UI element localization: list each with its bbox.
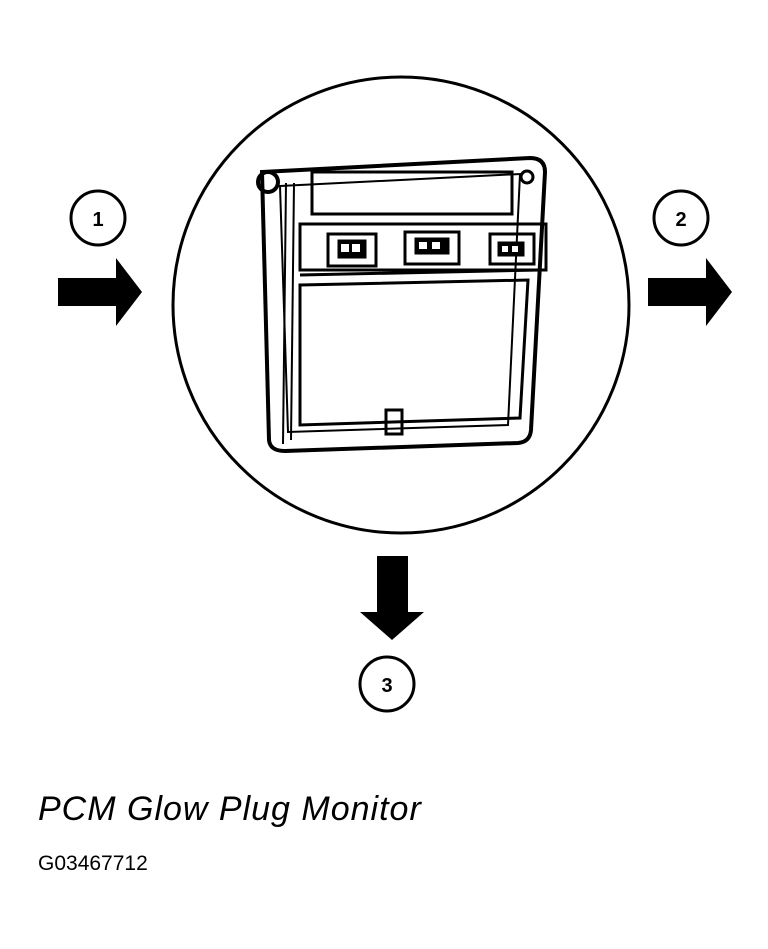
callout-2-label: 2	[675, 209, 686, 231]
connector-b	[403, 230, 461, 266]
callout-3: 3	[358, 655, 416, 713]
arrow-3-down	[360, 556, 424, 640]
connector-strip	[298, 222, 548, 272]
callout-1-label: 1	[92, 209, 103, 231]
connector-a	[326, 232, 378, 268]
mounting-hole	[519, 169, 535, 185]
module-housing	[259, 155, 548, 454]
diagram-illustration: 1 2 3	[58, 75, 732, 713]
module-inner-edge	[278, 172, 522, 434]
bottom-tab	[384, 408, 404, 436]
connector-c	[488, 232, 536, 266]
callout-2: 2	[652, 189, 710, 247]
arrow-1-right	[58, 258, 142, 326]
detail-circle	[171, 75, 631, 535]
mounting-tab	[256, 170, 280, 194]
figure-id: G03467712	[38, 852, 148, 875]
glow-plug-monitor-module	[256, 155, 548, 454]
arrow-2-right	[648, 258, 732, 326]
figure-caption: PCM Glow Plug Monitor	[38, 790, 422, 828]
callout-3-label: 3	[381, 675, 392, 697]
callout-1: 1	[69, 189, 127, 247]
